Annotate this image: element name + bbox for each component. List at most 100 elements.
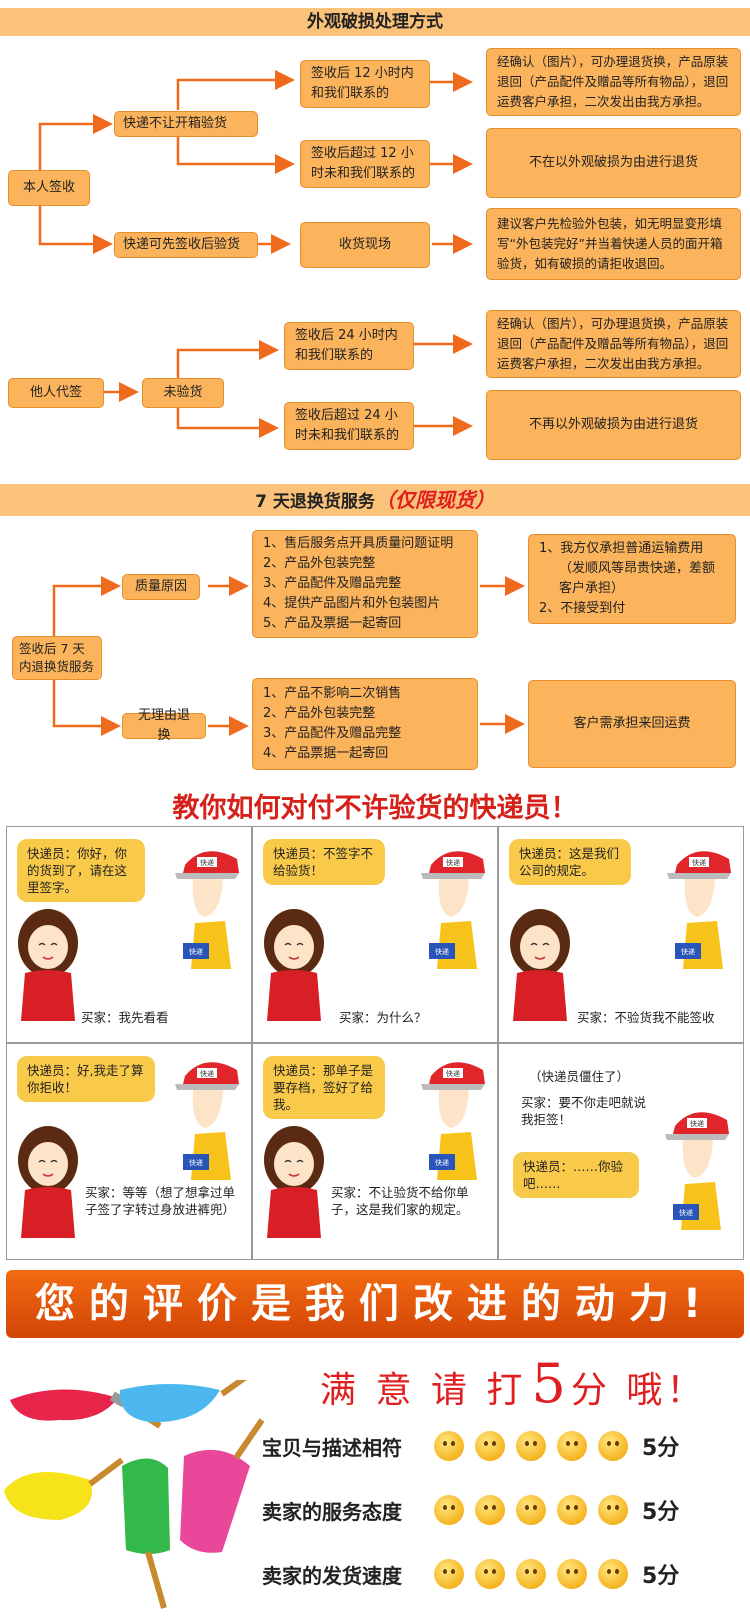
return-title-note: （仅限现货） xyxy=(374,488,495,512)
quality-item: 4、提供产品图片和外包装图片 xyxy=(263,596,441,611)
result-box-5: 不再以外观破损为由进行退货 xyxy=(486,390,741,460)
no-reason-box: 无理由退换 xyxy=(122,708,206,743)
comic-title: 教你如何对付不许验货的快递员！ xyxy=(172,793,578,824)
courier-man-illustration: 快递快递 xyxy=(421,843,493,977)
smiley-icon[interactable] xyxy=(557,1559,587,1589)
buyer-caption: 买家：不验货我不能签收 xyxy=(577,1010,715,1025)
seven-day-box: 签收后 7 天内退换货服务 xyxy=(12,636,102,680)
quality-result-line: （发顺风等昂贵快递，差额客户承担） xyxy=(559,561,716,596)
smiley-icon[interactable] xyxy=(434,1431,464,1461)
smiley-icon[interactable] xyxy=(434,1495,464,1525)
comic-panel: 快递员：好,我走了算你拒收！快递快递买家：等等（想了想拿过单子签了字转过身放进裤… xyxy=(6,1043,252,1260)
courier-speech-bubble: 快递员：这是我们公司的规定。 xyxy=(509,839,631,885)
comic-panel: 快递员：这是我们公司的规定。快递快递买家：不验货我不能签收 xyxy=(498,826,744,1043)
rating-label: 卖家的服务态度 xyxy=(262,1499,402,1524)
paint-brush-illustration xyxy=(4,1380,265,1609)
hat-logo: 快递 xyxy=(200,858,214,867)
over12-box: 签收后超过 12 小时未和我们联系的 xyxy=(300,140,430,188)
other-sign-box: 他人代签 xyxy=(8,378,104,408)
rating-label: 卖家的发货速度 xyxy=(262,1563,402,1588)
smiley-icon[interactable] xyxy=(475,1495,505,1525)
courier-man-illustration: 快递快递 xyxy=(175,843,247,977)
hat-logo: 快递 xyxy=(446,1069,460,1078)
headline-number: 5 xyxy=(531,1352,566,1415)
rating-row-3: 卖家的发货速度 5分 xyxy=(262,1554,742,1594)
quality-result-box: 1、我方仅承担普通运输费用 （发顺风等昂贵快递，差额客户承担） 2、不接受到付 xyxy=(528,534,736,624)
sign-logo: 快递 xyxy=(679,1208,693,1217)
courier-man-illustration: 快递快递 xyxy=(665,1104,737,1238)
headline-part-a: 满 意 请 打 xyxy=(320,1370,527,1411)
result-box-3: 建议客户先检验外包装，如无明显变形填写“外包装完好”并当着快递人员的面开箱验货，… xyxy=(486,208,741,280)
smiley-icon[interactable] xyxy=(475,1431,505,1461)
smiley-icon[interactable] xyxy=(598,1495,628,1525)
hat-logo: 快递 xyxy=(690,1119,704,1128)
rating-score: 5分 xyxy=(642,1500,680,1525)
quality-result-line: 2、不接受到付 xyxy=(539,601,626,616)
buyer-caption: 买家：不让验货不给你单子，这是我们家的规定。 xyxy=(331,1185,469,1217)
smiley-icon[interactable] xyxy=(557,1495,587,1525)
buyer-girl-illustration xyxy=(259,1120,329,1244)
smiley-group xyxy=(434,1559,628,1589)
courier-speech-bubble: 快递员：……你验吧…… xyxy=(513,1152,639,1198)
section-title-damage: 外观破损处理方式 xyxy=(0,8,750,36)
comic-panel: （快递员僵住了）买家：要不你走吧就说我拒签！快递员：……你验吧……快递快递 xyxy=(498,1043,744,1260)
hat-logo: 快递 xyxy=(446,858,460,867)
smiley-icon[interactable] xyxy=(516,1431,546,1461)
courier-speech-bubble: 快递员：好,我走了算你拒收！ xyxy=(17,1056,155,1102)
smiley-group xyxy=(434,1495,628,1525)
within24-box: 签收后 24 小时内和我们联系的 xyxy=(284,322,414,370)
buyer-girl-illustration xyxy=(13,1120,83,1244)
noreason-result-box: 客户需承担来回运费 xyxy=(528,680,736,768)
buyer-girl-illustration xyxy=(505,903,575,1027)
courier-man-illustration: 快递快递 xyxy=(667,843,739,977)
no-open-box: 快递不让开箱验货 xyxy=(114,111,258,137)
result-box-1: 经确认（图片），可办理退货换，产品原装退回（产品配件及赠品等所有物品），退回运费… xyxy=(486,48,741,116)
sign-logo: 快递 xyxy=(189,1158,203,1167)
buyer-caption: 买家：等等（想了想拿过单子签了字转过身放进裤兜） xyxy=(85,1185,236,1217)
smiley-icon[interactable] xyxy=(516,1559,546,1589)
quality-item: 3、产品配件及赠品完整 xyxy=(263,576,402,591)
smiley-icon[interactable] xyxy=(516,1495,546,1525)
quality-item: 1、售后服务点开具质量问题证明 xyxy=(263,536,454,551)
noreason-item: 4、产品票据一起寄回 xyxy=(263,746,389,761)
comic-panel: 快递员：你好，你的货到了，请在这里签字。快递快递买家：我先看看 xyxy=(6,826,252,1043)
sign-logo: 快递 xyxy=(681,947,695,956)
comic-panel: 快递员：那单子是要存档，签好了给我。快递快递买家：不让验货不给你单子，这是我们家… xyxy=(252,1043,498,1260)
buyer-girl-illustration xyxy=(259,903,329,1027)
result-box-2: 不在以外观破损为由进行退货 xyxy=(486,128,741,198)
courier-man-illustration: 快递快递 xyxy=(421,1054,493,1188)
within12-box: 签收后 12 小时内和我们联系的 xyxy=(300,60,430,108)
smiley-icon[interactable] xyxy=(598,1559,628,1589)
smiley-icon[interactable] xyxy=(434,1559,464,1589)
result-box-4: 经确认（图片），可办理退货换，产品原装退回（产品配件及赠品等所有物品），退回运费… xyxy=(486,310,741,378)
noreason-items-box: 1、产品不影响二次销售 2、产品外包装完整 3、产品配件及赠品完整 4、产品票据… xyxy=(252,678,478,770)
smiley-group xyxy=(434,1431,628,1461)
comic-panel: 快递员：不签字不给验货！快递快递买家：为什么？ xyxy=(252,826,498,1043)
sign-logo: 快递 xyxy=(435,1158,449,1167)
buyer-caption: 买家：我先看看 xyxy=(81,1010,169,1025)
courier-speech-bubble: 快递员：不签字不给验货！ xyxy=(263,839,385,885)
can-open-box: 快递可先签收后验货 xyxy=(114,232,258,258)
hat-logo: 快递 xyxy=(692,858,706,867)
courier-speech-bubble: 快递员：你好，你的货到了，请在这里签字。 xyxy=(17,839,145,902)
sign-logo: 快递 xyxy=(189,947,203,956)
hat-logo: 快递 xyxy=(200,1069,214,1078)
smiley-icon[interactable] xyxy=(557,1431,587,1461)
return-title-text: 7 天退换货服务 xyxy=(255,492,375,512)
headline-part-b: 分 哦！ xyxy=(570,1370,707,1411)
section-title-return: 7 天退换货服务（仅限现货） xyxy=(0,484,750,516)
rating-row-2: 卖家的服务态度 5分 xyxy=(262,1490,742,1530)
sign-logo: 快递 xyxy=(435,947,449,956)
rating-score: 5分 xyxy=(642,1564,680,1589)
self-sign-box: 本人签收 xyxy=(8,170,90,206)
buyer-caption: 买家：要不你走吧就说我拒签！ xyxy=(521,1095,647,1127)
courier-speech-bubble: 快递员：那单子是要存档，签好了给我。 xyxy=(263,1056,385,1119)
rating-headline: 满 意 请 打 5 分 哦！ xyxy=(320,1352,740,1415)
smiley-icon[interactable] xyxy=(475,1559,505,1589)
buyer-caption: 买家：为什么？ xyxy=(339,1010,427,1025)
rating-label: 宝贝与描述相符 xyxy=(262,1435,402,1460)
quality-result-line: 1、我方仅承担普通运输费用 xyxy=(539,541,704,556)
not-checked-box: 未验货 xyxy=(142,378,224,408)
smiley-icon[interactable] xyxy=(598,1431,628,1461)
flow-lines-damage xyxy=(38,70,473,438)
